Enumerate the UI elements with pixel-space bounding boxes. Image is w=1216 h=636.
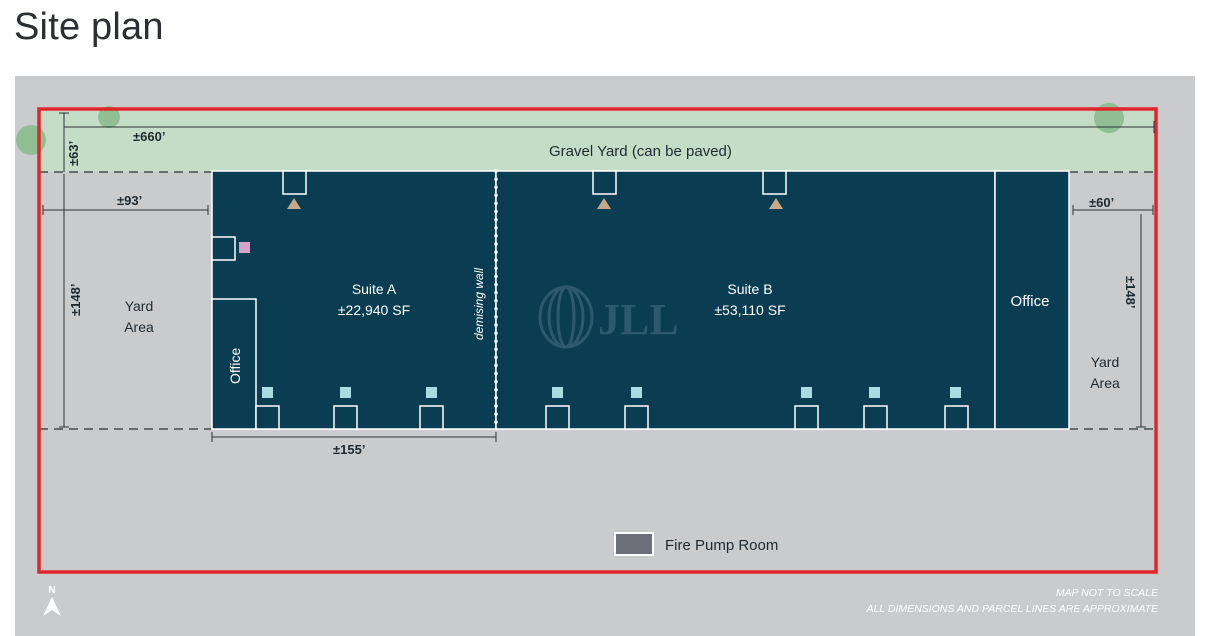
note-not-to-scale: MAP NOT TO SCALE <box>1056 587 1159 599</box>
pink-marker <box>239 242 250 253</box>
dim-depth-left <box>59 174 69 428</box>
top-doors <box>282 170 787 195</box>
dim-suite-a-width <box>211 432 497 442</box>
dim-left-yard-label: ±93’ <box>117 193 142 208</box>
suite-b-name: Suite B <box>727 281 772 297</box>
jll-watermark: JLL <box>538 285 679 349</box>
tree-icon <box>16 125 46 155</box>
note-approximate: ALL DIMENSIONS AND PARCEL LINES ARE APPR… <box>865 603 1159 615</box>
dim-depth-right <box>1136 214 1146 428</box>
yard-left-line1: Yard <box>125 298 154 314</box>
office-b-label: Office <box>1011 293 1050 310</box>
dock-markers <box>262 387 961 398</box>
north-label: N <box>48 585 55 596</box>
suite-b-area: ±53,110 SF <box>714 302 785 318</box>
dim-total-width-label: ±660’ <box>133 129 165 144</box>
bottom-doors <box>255 405 969 430</box>
ramp-markers <box>287 198 783 209</box>
gravel-yard <box>39 110 1156 172</box>
north-arrow-icon <box>43 597 61 616</box>
demising-wall-label: demising wall <box>472 268 486 340</box>
dim-right-yard-label: ±60’ <box>1089 195 1114 210</box>
dim-left-yard <box>42 205 209 215</box>
office-a-room <box>211 298 257 430</box>
suite-a-area: ±22,940 SF <box>338 302 410 318</box>
tree-icon <box>98 106 120 128</box>
suite-a-name: Suite A <box>352 281 397 297</box>
dim-gravel-depth-label: ±63’ <box>66 141 81 166</box>
building-suite-b <box>495 170 996 430</box>
legend-fire-pump-label: Fire Pump Room <box>665 537 778 554</box>
yard-right-line2: Area <box>1090 375 1120 391</box>
gravel-yard-label: Gravel Yard (can be paved) <box>549 143 732 160</box>
dim-gravel-depth <box>59 112 69 172</box>
dim-suite-a-width-label: ±155’ <box>333 442 365 457</box>
watermark-text: JLL <box>598 295 679 344</box>
dim-depth-right-label: ±148’ <box>1123 276 1138 308</box>
parcel-line <box>37 107 1158 574</box>
dim-right-yard <box>1072 205 1154 215</box>
yard-left-line2: Area <box>124 319 154 335</box>
page-title: Site plan <box>14 6 164 48</box>
office-a-label: Office <box>227 347 243 384</box>
yard-right-line1: Yard <box>1091 354 1120 370</box>
dim-depth-left-label: ±148’ <box>68 284 83 316</box>
building-office-b <box>994 170 1070 430</box>
legend-fire-pump-swatch <box>614 532 654 556</box>
fire-pump-room-box <box>211 236 236 261</box>
